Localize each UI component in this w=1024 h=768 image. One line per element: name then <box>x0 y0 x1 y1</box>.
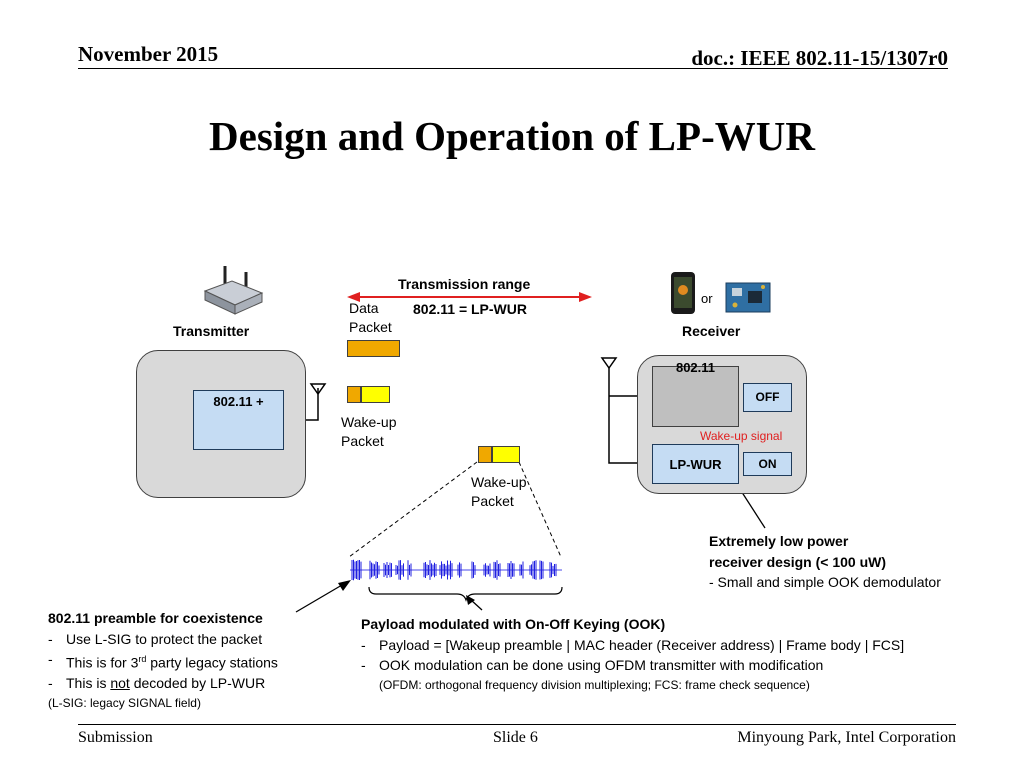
wakeup-packet-payload-block <box>361 386 390 403</box>
payload-note-footnote: (OFDM: orthogonal frequency division mul… <box>379 677 810 692</box>
ook-waveform <box>350 559 562 581</box>
wakeup-packet-preamble-block <box>347 386 361 403</box>
range-equation-label: 802.11 = LP-WUR <box>413 301 527 317</box>
header-divider <box>78 68 948 69</box>
preamble-note-footnote: (L-SIG: legacy SIGNAL field) <box>48 695 201 710</box>
transmitter-label: Transmitter <box>173 323 250 339</box>
rx-off-status: OFF <box>743 383 792 412</box>
header-doc-id: doc.: IEEE 802.11-15/1307r0 <box>691 46 948 70</box>
preamble-bullet: This is not decoded by LP-WUR <box>48 673 348 694</box>
payload-bullet: Payload = [Wakeup preamble | MAC header … <box>361 635 971 656</box>
wakeup-packet-2-preamble-block <box>478 446 492 463</box>
tx-80211-box: 802.11 + <box>193 390 284 450</box>
payload-bullet: OOK modulation can be done using OFDM tr… <box>361 655 971 676</box>
wakeup-packet-2-payload-block <box>492 446 520 463</box>
tx-80211-label: 802.11 + <box>213 394 264 409</box>
rx-80211-box: 802.11 <box>652 360 739 427</box>
receiver-notes: Extremely low power receiver design (< 1… <box>709 531 941 593</box>
wakeup-packet-label-1: Wake-up Packet <box>341 414 397 449</box>
payload-brace <box>368 586 563 602</box>
data-packet-block <box>347 340 400 357</box>
rx-lpwur-box: LP-WUR <box>652 444 739 484</box>
footer-slide-number: Slide 6 <box>493 729 538 746</box>
transmission-range-label: Transmission range <box>398 276 531 292</box>
preamble-callout-arrow <box>295 580 351 613</box>
rx-lpwur-label: LP-WUR <box>669 457 722 472</box>
router-icon <box>203 266 264 315</box>
payload-callout-arrow <box>466 595 483 611</box>
preamble-bullet: Use L-SIG to protect the packet <box>48 629 348 650</box>
receiver-note-title-1: Extremely low power <box>709 533 849 549</box>
zoom-line-right <box>518 461 562 558</box>
rx-on-status: ON <box>743 452 792 476</box>
zoom-line-left <box>348 461 478 558</box>
receiver-note-bullet: - Small and simple OOK demodulator <box>709 574 941 590</box>
transmission-range-arrow <box>347 292 592 302</box>
footer-divider <box>78 724 956 725</box>
wakeup-packet-label-2: Wake-up Packet <box>471 474 527 509</box>
payload-note-title: Payload modulated with On-Off Keying (OO… <box>361 616 666 632</box>
footer-author: Minyoung Park, Intel Corporation <box>737 729 956 746</box>
slide-title: Design and Operation of LP-WUR <box>209 113 815 159</box>
preamble-notes: 802.11 preamble for coexistence Use L-SI… <box>48 608 348 712</box>
footer-submission: Submission <box>78 729 153 746</box>
data-packet-label: Data Packet <box>349 300 392 335</box>
wakeup-signal-label: Wake-up signal <box>700 429 783 443</box>
circuit-board-icon <box>725 282 771 313</box>
rx-80211-label: 802.11 <box>675 360 716 375</box>
or-label: or <box>701 291 713 306</box>
preamble-bullet: This is for 3rd party legacy stations <box>48 649 348 673</box>
receiver-label: Receiver <box>682 323 741 339</box>
receiver-note-title-2: receiver design (< 100 uW) <box>709 553 887 570</box>
preamble-note-title: 802.11 preamble for coexistence <box>48 610 263 626</box>
payload-notes: Payload modulated with On-Off Keying (OO… <box>361 614 971 694</box>
header-date: November 2015 <box>78 42 219 66</box>
smartphone-icon <box>671 272 695 314</box>
